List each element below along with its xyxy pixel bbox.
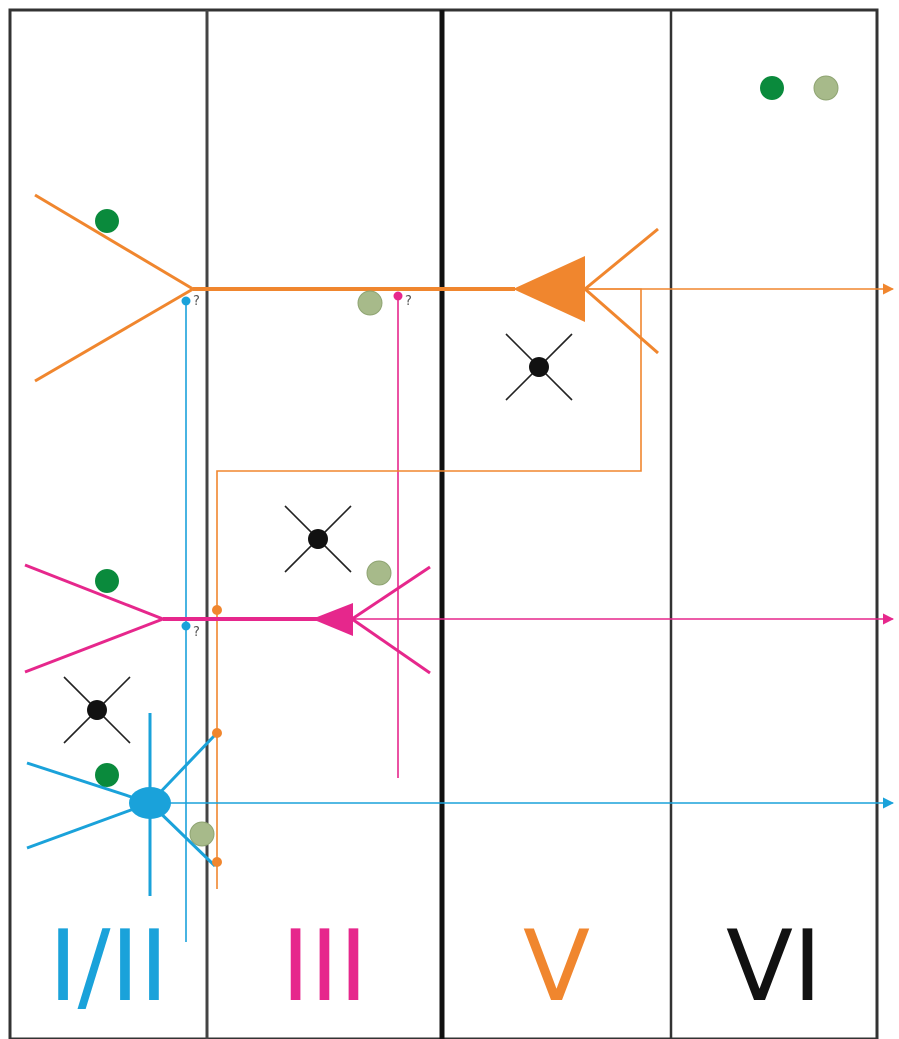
cyan-soma xyxy=(129,787,171,819)
uncertain-marker: ? xyxy=(193,294,200,309)
black-cell-layer-i-ii xyxy=(64,677,130,743)
output-axons xyxy=(165,289,893,803)
uncertain-marker: ? xyxy=(193,625,200,640)
layer-label-v: V xyxy=(442,918,671,1016)
orange-tuft-lower xyxy=(35,289,193,381)
orange-basal-lower xyxy=(585,289,658,353)
orange-soma xyxy=(513,256,585,322)
magenta-basal-lower xyxy=(352,619,430,673)
orange-synapse-dot xyxy=(212,728,222,738)
black-cell-layer-iii xyxy=(285,506,351,572)
layer-borders xyxy=(10,10,877,1039)
magenta-synapse-dot xyxy=(394,292,403,301)
orange-basal-upper xyxy=(585,229,658,289)
orange-pyramidal-neuron xyxy=(35,195,658,381)
black-cells xyxy=(64,334,572,743)
thin-processes xyxy=(186,289,641,942)
pale-green-dot xyxy=(190,822,214,846)
layer-label-i-ii: I/II xyxy=(10,918,207,1016)
layer-label-iii: III xyxy=(207,918,442,1016)
uncertain-markers: ? ? ? xyxy=(193,294,412,640)
uncertain-marker: ? xyxy=(405,294,412,309)
cyan-synapse-dot xyxy=(182,297,191,306)
magenta-soma xyxy=(312,603,353,636)
orange-synapse-dot xyxy=(212,857,222,867)
black-cell-body xyxy=(87,700,107,720)
orange-tuft-upper xyxy=(35,195,193,289)
dark-green-dot-top-right xyxy=(760,76,784,100)
black-cell-body xyxy=(529,357,549,377)
magenta-tuft-upper xyxy=(25,565,163,619)
pale-green-dots xyxy=(190,76,838,846)
dark-green-dot xyxy=(95,569,119,593)
pale-green-dot-top-right xyxy=(814,76,838,100)
dark-green-dot xyxy=(95,209,119,233)
layer-label-vi: VI xyxy=(671,918,877,1016)
orange-synapse-dot xyxy=(212,605,222,615)
black-cell-body xyxy=(308,529,328,549)
pale-green-dot xyxy=(358,291,382,315)
magenta-tuft-lower xyxy=(25,619,163,672)
cyan-synapse-dot xyxy=(182,622,191,631)
pale-green-dot xyxy=(367,561,391,585)
black-cell-layer-v xyxy=(506,334,572,400)
dark-green-dot xyxy=(95,763,119,787)
orange-collateral xyxy=(217,289,641,889)
